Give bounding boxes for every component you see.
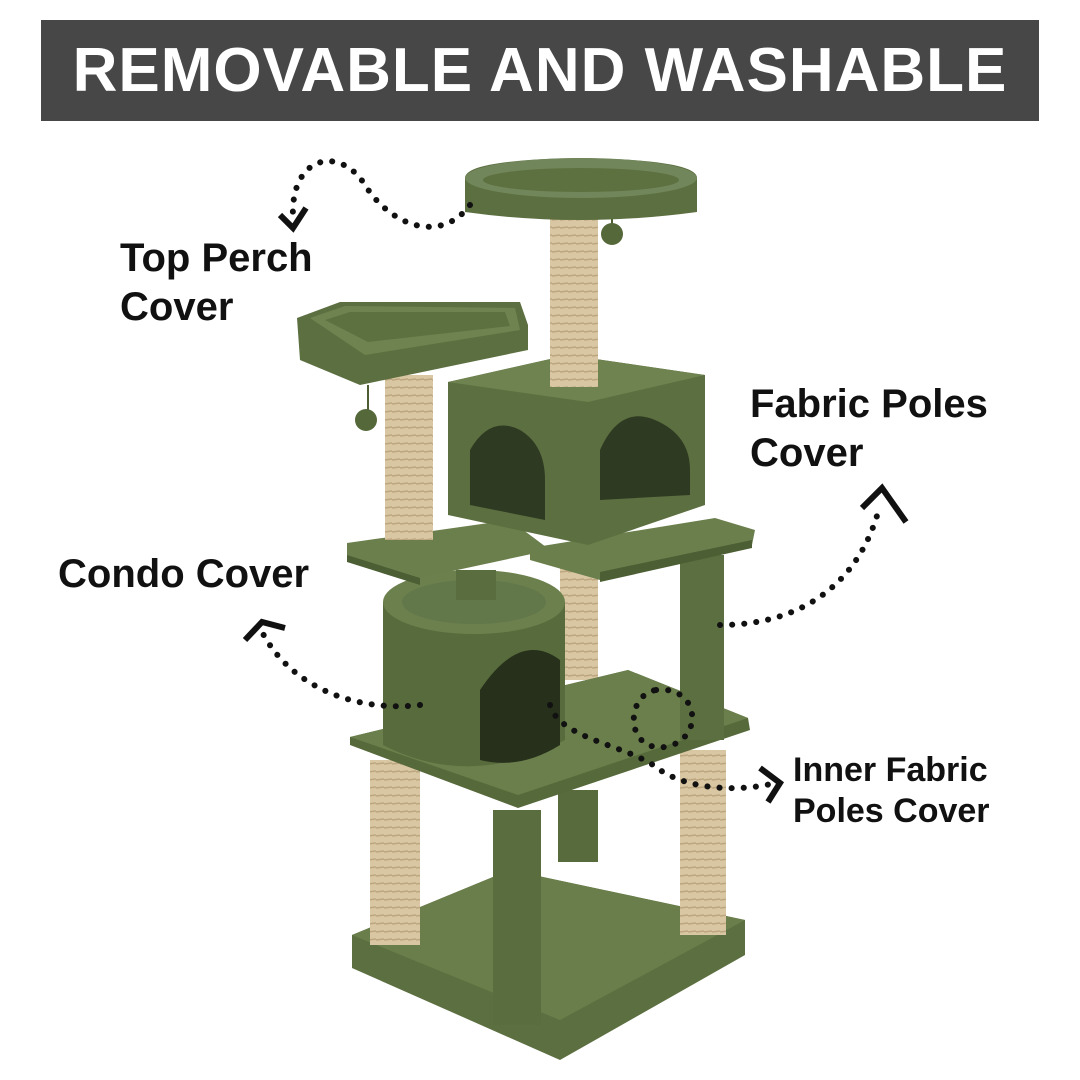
banner-title: REMOVABLE AND WASHABLE: [72, 36, 1008, 105]
inner-fabric-poles-cover-label: Inner Fabric Poles Cover: [793, 750, 990, 833]
right-sisal-pole: [680, 750, 726, 935]
dotted-arrow-icon: [257, 158, 883, 792]
hanging-ball-top: [601, 223, 623, 245]
label-line: Cover: [750, 430, 864, 475]
inner-sisal-pole: [560, 560, 598, 680]
middle-platform-right: [530, 518, 755, 580]
tall-fabric-pole: [680, 555, 724, 740]
front-fabric-pole: [493, 810, 541, 1025]
label-line: Cover: [120, 284, 234, 329]
middle-platform-left: [347, 520, 550, 578]
top-perch: [465, 158, 697, 220]
cat-tree: [297, 158, 755, 1060]
arrow-heads: [242, 206, 909, 804]
condo-cover-label: Condo Cover: [58, 550, 309, 599]
fabric-poles-cover-label: Fabric Poles Cover: [750, 380, 988, 478]
middle-perch: [297, 302, 528, 385]
label-line: Fabric Poles: [750, 382, 988, 426]
back-fabric-pole: [558, 790, 598, 862]
middle-sisal-pole: [385, 375, 433, 540]
label-line: Inner Fabric: [793, 751, 988, 789]
hanging-ball-middle: [355, 409, 377, 431]
left-sisal-pole: [370, 760, 420, 945]
label-line: Condo Cover: [58, 552, 310, 596]
top-sisal-pole: [550, 212, 598, 387]
top-perch-cover-label: Top Perch Cover: [120, 234, 313, 332]
label-line: Poles Cover: [793, 792, 990, 831]
header-banner: REMOVABLE AND WASHABLE: [41, 20, 1039, 121]
label-line: Top Perch: [120, 236, 313, 280]
barrel-condo: [383, 570, 565, 767]
